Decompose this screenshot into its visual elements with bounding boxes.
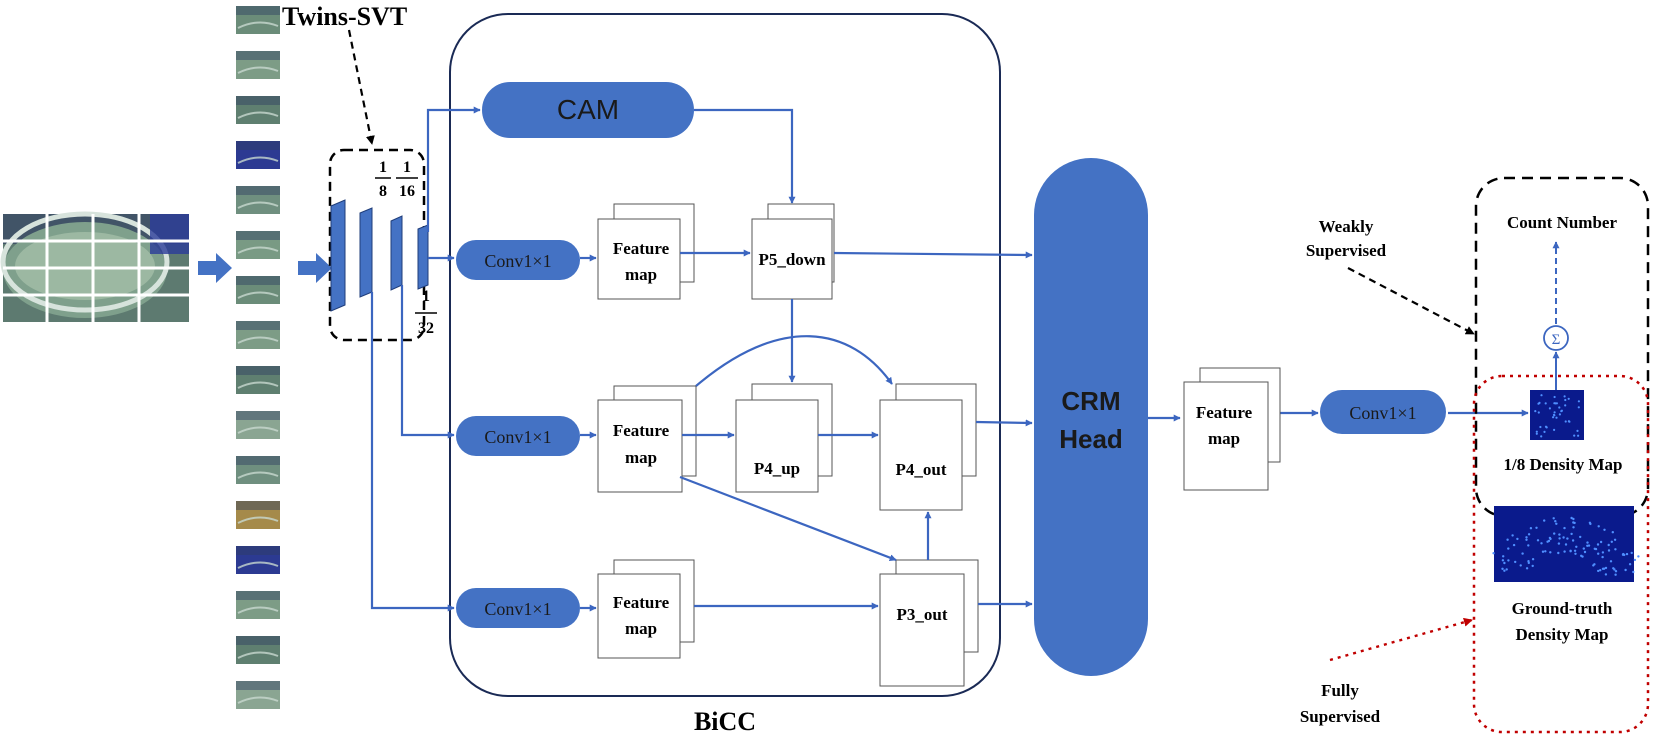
- patch-tile: [236, 6, 280, 34]
- svg-text:Feature: Feature: [613, 239, 670, 258]
- input-image: [0, 211, 189, 322]
- gt-label-1: Ground-truth: [1512, 599, 1613, 618]
- backbone-pointer-arrow: [347, 29, 375, 145]
- patch-tile: [236, 456, 280, 484]
- crm-head-block: [1034, 158, 1148, 676]
- patch-tile: [236, 366, 280, 394]
- density-map-gt: [1492, 506, 1640, 582]
- patch-tile: [236, 276, 280, 304]
- edge-p5-crm: [833, 251, 1033, 259]
- conv-top-label: Conv1×1: [484, 251, 551, 271]
- edge-stage4-cam: [426, 106, 481, 232]
- conv-bot-block: [456, 588, 580, 628]
- svg-text:1: 1: [379, 159, 387, 176]
- svg-text:8: 8: [379, 183, 387, 200]
- feature-map-bot: Feature map: [597, 559, 695, 659]
- svg-text:map: map: [625, 448, 657, 467]
- conv-bot-label: Conv1×1: [484, 599, 551, 619]
- patch-tile: [236, 636, 280, 664]
- p4-up-node: P4_up: [735, 383, 833, 493]
- svg-text:map: map: [1208, 429, 1240, 448]
- weakly-pointer-arrow: [1347, 267, 1475, 335]
- fraction-1-32: 1 32: [415, 288, 437, 337]
- conv-out-block: [1320, 390, 1446, 434]
- patch-tile: [236, 96, 280, 124]
- edge-stage2-conv-bot: [370, 292, 455, 612]
- svg-text:map: map: [625, 619, 657, 638]
- patch-tile: [236, 186, 280, 214]
- density-small-label: 1/8 Density Map: [1504, 455, 1623, 474]
- fraction-1-8: 1 8: [375, 159, 391, 200]
- p5-down-node: P5_down: [751, 203, 835, 300]
- sum-symbol: Σ: [1552, 332, 1561, 348]
- fraction-1-16: 1 16: [396, 159, 418, 200]
- svg-text:16: 16: [399, 183, 415, 200]
- svg-text:P4_out: P4_out: [896, 460, 947, 479]
- patches-block-arrow: [298, 253, 332, 283]
- feature-map-mid: Feature map: [597, 385, 697, 493]
- edge-p4out-crm: [975, 419, 1033, 427]
- svg-text:map: map: [625, 265, 657, 284]
- full-supervision-box: [1472, 374, 1650, 734]
- bicc-title: BiCC: [694, 707, 756, 736]
- conv-top-block: [456, 240, 580, 280]
- crm-head-label-2: Head: [1059, 424, 1123, 454]
- feature-map-out: Feature map: [1183, 367, 1281, 491]
- count-number-label: Count Number: [1507, 213, 1617, 232]
- patch-tile: [236, 321, 280, 349]
- conv-mid-block: [456, 416, 580, 456]
- stage-4-bar: [417, 224, 429, 290]
- edge-cam-p5: [694, 108, 796, 204]
- patch-tile: [236, 231, 280, 259]
- input-block-arrow: [198, 253, 232, 283]
- stage-1-bar: [330, 199, 346, 312]
- gt-label-2: Density Map: [1515, 625, 1608, 644]
- patch-tile: [236, 546, 280, 574]
- patch-column: [236, 6, 280, 709]
- edge-fm-mid-p3out: [679, 475, 897, 562]
- fully-label-2: Supervised: [1300, 707, 1381, 726]
- weakly-label-1: Weakly: [1319, 217, 1374, 236]
- patch-tile: [236, 51, 280, 79]
- density-map-small: [1530, 390, 1584, 440]
- backbone-title: Twins-SVT: [282, 2, 407, 31]
- svg-text:1: 1: [403, 159, 411, 176]
- sum-node: [1543, 325, 1569, 351]
- patch-tile: [236, 681, 280, 709]
- fully-label-1: Fully: [1321, 681, 1359, 700]
- crm-head-label-1: CRM: [1061, 386, 1120, 416]
- weakly-label-2: Supervised: [1306, 241, 1387, 260]
- svg-text:P4_up: P4_up: [754, 459, 800, 478]
- feature-map-top: Feature map: [597, 203, 695, 300]
- patch-tile: [236, 591, 280, 619]
- patch-tile: [236, 411, 280, 439]
- svg-text:32: 32: [418, 320, 434, 337]
- conv-mid-label: Conv1×1: [484, 427, 551, 447]
- stage-3-bar: [390, 215, 403, 291]
- fully-pointer-arrow: [1329, 617, 1473, 662]
- p3-out-node: P3_out: [879, 559, 979, 687]
- svg-text:Feature: Feature: [1196, 403, 1253, 422]
- svg-text:Feature: Feature: [613, 421, 670, 440]
- patch-tile: [236, 141, 280, 169]
- edge-fm-mid-p4out-skip: [695, 335, 893, 387]
- stage-2-bar: [359, 207, 373, 298]
- svg-text:P3_out: P3_out: [897, 605, 948, 624]
- cam-label: CAM: [557, 94, 619, 125]
- svg-text:1: 1: [422, 288, 430, 305]
- conv-out-label: Conv1×1: [1349, 403, 1416, 423]
- p4-out-node: P4_out: [879, 383, 977, 511]
- svg-text:Feature: Feature: [613, 593, 670, 612]
- cam-block: [482, 82, 694, 138]
- patch-tile: [236, 501, 280, 529]
- bicc-container: [449, 13, 1001, 697]
- svg-text:P5_down: P5_down: [758, 250, 826, 269]
- edge-stage3-conv-mid: [400, 285, 455, 439]
